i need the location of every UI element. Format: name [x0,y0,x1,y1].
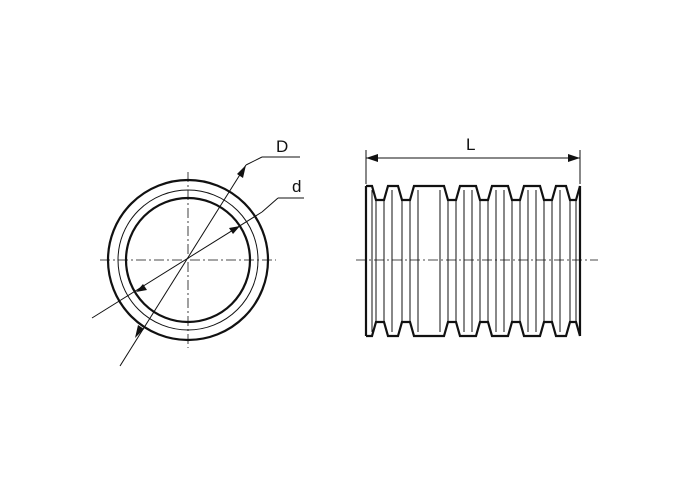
side-view: L [356,135,598,338]
corrugated-pipe-body [364,184,582,338]
inner-diameter-label: d [292,177,301,196]
length-dimension [366,154,580,162]
outer-diameter-label: D [276,137,288,156]
length-label: L [466,135,475,154]
end-view: D d [91,137,304,367]
inner-diameter-dimension [91,197,304,319]
outer-circle [106,178,270,342]
inner-circle [124,196,252,324]
corrugation-ring [117,189,259,331]
outer-diameter-dimension [119,156,300,367]
